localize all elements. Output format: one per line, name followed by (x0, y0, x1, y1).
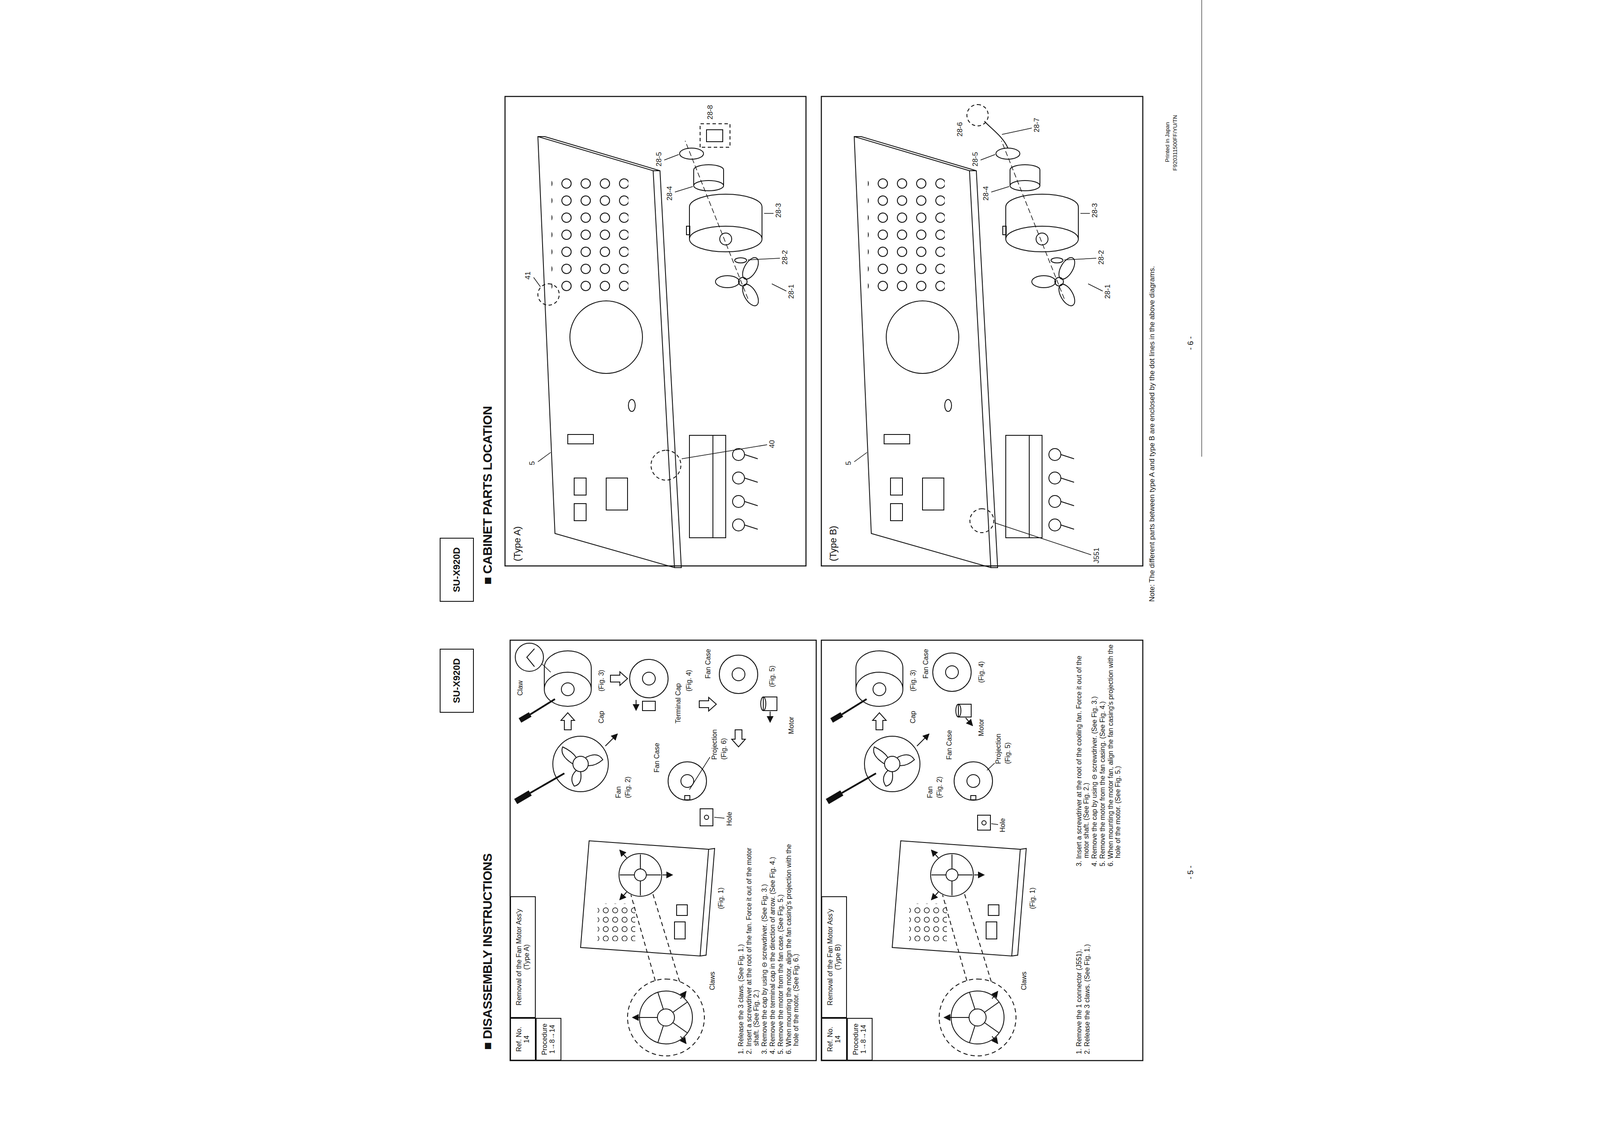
step-text: 4. Remove the cap by using ⊖ screwdriver… (1091, 644, 1099, 867)
fan-motor-type-a-figures (515, 643, 777, 1057)
figure-label: Fan Case (922, 649, 930, 679)
callout-number: 5 (844, 461, 853, 466)
step-text: 1. Remove the 1 connector (J551). (1075, 875, 1084, 1055)
figure-label: Motor (977, 718, 986, 737)
step-list: 1. Remove the 1 connector (J551).2. Rele… (1075, 875, 1092, 1055)
figure-label: Fan (926, 786, 935, 799)
figure-label: (Fig. 2) (935, 776, 944, 799)
cell-text: Procedure 1→8→14 (852, 1022, 868, 1057)
figure-label: Terminal Cap (674, 683, 683, 724)
callout-number: 41 (524, 271, 533, 280)
cell-text: SU-X920D (451, 547, 462, 593)
table-cell: Removal of the Fan Motor Ass'y (Type B) (821, 896, 847, 1019)
figure-label: (Fig. 5) (1004, 742, 1012, 765)
page-number: - 6 - (1186, 336, 1196, 351)
step-text: 5. Remove the motor from the fan casing.… (1099, 644, 1107, 867)
section-title: ■ CABINET PARTS LOCATION (480, 406, 495, 585)
step-text: 1. Release the 3 claws. (See Fig. 1.) (737, 832, 745, 1055)
figure-label: Fan Case (653, 743, 661, 773)
type-label: (Type A) (512, 526, 523, 562)
figure-label: Cap (909, 711, 917, 724)
table-cell: Procedure 1→8→14 (535, 1018, 562, 1061)
figure-label: Projection (994, 733, 1003, 765)
print-code: F920311500FF/YU/TN (1172, 114, 1179, 171)
cell-text: Removal of the Fan Motor Ass'y (Type B) (826, 901, 843, 1014)
table-cell: Ref. No. 14 (821, 1018, 847, 1061)
cabinet-type-b (854, 104, 1103, 568)
figure-label: Projection (710, 729, 719, 760)
step-text: 5. Remove the motor from the fan case. (… (777, 832, 785, 1055)
section-title: ■ DISASSEMBLY INSTRUCTIONS (480, 853, 495, 1051)
figure-label: Motor (787, 716, 796, 735)
cell-text: Ref. No. 14 (826, 1024, 843, 1055)
cell-text: Procedure 1→8→14 (540, 1022, 557, 1057)
step-text: 2. Release the 3 claws. (See Fig. 1.) (1083, 875, 1092, 1055)
figure-label: (Fig. 3) (909, 669, 917, 692)
step-text: 6. When mounting the motor fan, align th… (1107, 644, 1122, 867)
step-text: 6. When mounting the motor, align the fa… (785, 832, 800, 1055)
table-cell: Procedure 1→8→14 (846, 1018, 873, 1061)
callout-number: 5 (528, 461, 537, 466)
header-box: SU-X920D (439, 537, 474, 602)
callout-number: 40 (768, 440, 777, 449)
figure-label: (Fig. 6) (720, 738, 728, 760)
figure-label: Fan Case (945, 730, 954, 760)
figure-label: (Fig. 5) (768, 665, 777, 688)
fan-motor-type-b-figures (827, 651, 1027, 1057)
step-text: 3. Insert a screwdriver at the root of t… (1075, 644, 1091, 867)
cabinet-type-a (533, 123, 787, 568)
table-cell: Removal of the Fan Motor Ass'y (Type A) (510, 896, 536, 1019)
print-code: Printed in Japan (1164, 122, 1171, 163)
figure-label: Fan Case (704, 649, 713, 679)
figure-label: Claws (708, 971, 717, 991)
callout-number: 28-3 (1091, 203, 1100, 218)
type-label: (Type B) (828, 525, 839, 562)
callout-number: 28-5 (971, 151, 980, 167)
panel-frames (505, 96, 1143, 1061)
callout-number: 28-2 (781, 250, 790, 265)
figure-label: (Fig. 3) (597, 669, 606, 692)
figure-label: (Fig. 1) (717, 887, 725, 910)
figure-label: (Fig. 2) (624, 776, 632, 799)
callout-number: J551 (1092, 547, 1101, 564)
step-text: 2. Insert a screwdriver at the root of t… (745, 832, 761, 1055)
callout-number: 28-1 (787, 284, 796, 299)
header-box: SU-X920D (439, 648, 474, 713)
callout-number: 28-2 (1097, 250, 1106, 265)
figure-label: Claw (516, 680, 525, 696)
callout-number: 28-3 (774, 203, 783, 218)
table-cell: Ref. No. 14 (510, 1018, 536, 1061)
step-text: 3. Remove the cap by using ⊖ screwdriver… (761, 832, 769, 1055)
figure-label: Cap (597, 711, 606, 724)
cell-text: Removal of the Fan Motor Ass'y (Type A) (515, 901, 532, 1014)
note: Note: The different parts between type A… (1148, 265, 1157, 602)
figure-label: Fan (614, 786, 623, 799)
callout-number: 28-4 (665, 186, 675, 201)
step-text: 4. Remove the terminal cap in the direct… (769, 832, 777, 1055)
page-number: - 5 - (1186, 865, 1196, 880)
figure-label: Hole (725, 811, 734, 827)
callout-number: 28-5 (655, 151, 664, 167)
figure-label: (Fig. 4) (685, 669, 693, 692)
callout-number: 28-7 (1033, 117, 1042, 133)
callout-number: 28-8 (706, 105, 715, 120)
step-list: 3. Insert a screwdriver at the root of t… (1075, 644, 1123, 867)
figure-label: (Fig. 1) (1028, 887, 1037, 910)
callout-number: 28-6 (956, 122, 965, 137)
cell-text: Ref. No. 14 (515, 1024, 532, 1055)
callout-number: 28-1 (1103, 284, 1113, 299)
figure-label: Claws (1020, 971, 1028, 991)
scan-edge (1201, 0, 1203, 457)
cell-text: SU-X920D (451, 658, 462, 704)
step-list: 1. Release the 3 claws. (See Fig. 1.)2. … (737, 832, 801, 1055)
figure-label: Hole (998, 818, 1007, 833)
figure-label: (Fig. 4) (977, 661, 986, 684)
callout-number: 28-4 (982, 186, 991, 201)
